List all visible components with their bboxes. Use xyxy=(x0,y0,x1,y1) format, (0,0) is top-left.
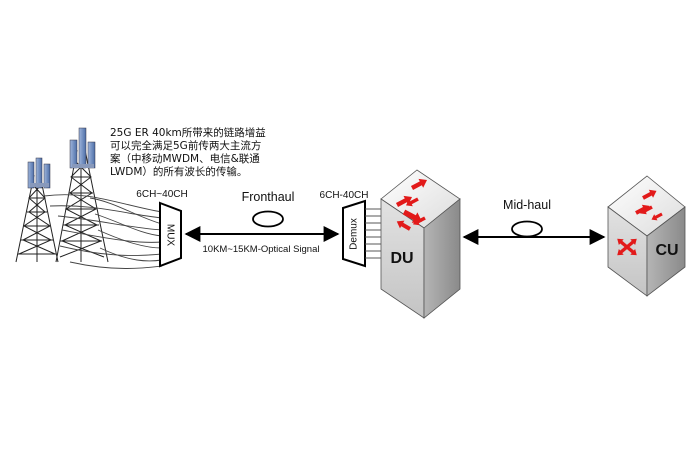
fronthaul-label: Fronthaul xyxy=(242,190,295,204)
demux-channel-label: 6CH-40CH xyxy=(320,190,369,201)
tower-fiber-bundle xyxy=(43,194,163,269)
signal-label: 10KM~15KM-Optical Signal xyxy=(203,244,320,255)
demux-fiber-bundle xyxy=(365,208,381,259)
mux-channel-label: 6CH~40CH xyxy=(136,189,187,200)
demux-label: Demux xyxy=(349,218,360,250)
midhaul-label: Mid-haul xyxy=(503,198,551,212)
note-line: 25G ER 40km所带来的链路增益 xyxy=(110,127,266,139)
cell-tower-icon xyxy=(15,127,109,263)
cu-router-cube-icon[interactable]: CU xyxy=(607,175,686,297)
note-line: 案（中移动MWDM、电信&联通 xyxy=(110,153,260,165)
note-line: 可以完全满足5G前传两大主流方 xyxy=(110,140,262,152)
demux-unit[interactable]: Demux xyxy=(342,199,366,268)
cu-label: CU xyxy=(655,242,678,259)
fronthaul-link xyxy=(184,210,340,242)
transmission-note: 25G ER 40km所带来的链路增益 可以完全满足5G前传两大主流方 案（中移… xyxy=(110,127,290,179)
midhaul-link xyxy=(462,220,606,245)
fiber-loop-icon xyxy=(511,220,543,238)
fiber-loop-icon xyxy=(252,210,284,228)
mux-label: MUX xyxy=(164,224,175,247)
note-line: LWDM）的所有波长的传输。 xyxy=(110,166,248,178)
du-router-cube-icon[interactable]: DU xyxy=(380,169,461,319)
mux-unit[interactable]: MUX xyxy=(159,201,182,268)
du-label: DU xyxy=(390,250,413,267)
